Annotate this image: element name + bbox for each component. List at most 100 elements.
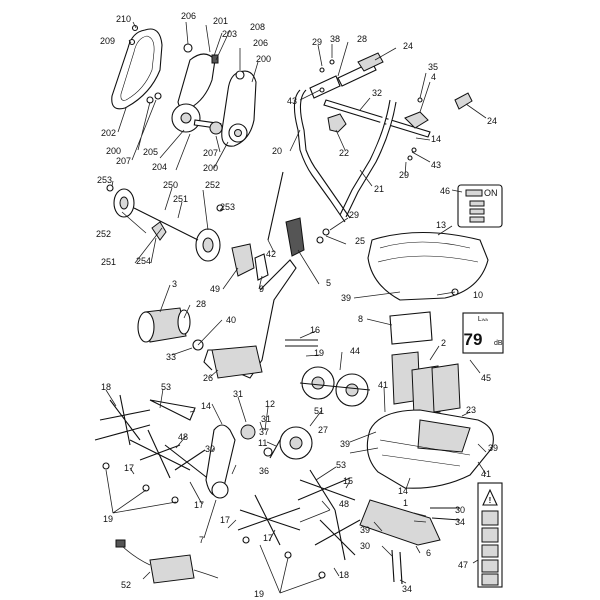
label-251: 251 [173, 194, 188, 204]
charger-output-cable [193, 569, 219, 579]
washer-206b [235, 70, 245, 80]
battery-2c [431, 363, 461, 413]
cap-253b [216, 204, 224, 212]
noise-label-45: LWA 79 dB [462, 312, 504, 354]
label-34b: 34 [402, 584, 412, 594]
lid-8 [389, 311, 433, 345]
label-200: 200 [256, 54, 271, 64]
noise-value: 79 [464, 330, 483, 349]
label-14b: 14 [201, 401, 211, 411]
label-23: 23 [466, 405, 476, 415]
noise-unit-sub: WA [482, 317, 489, 322]
label-8: 8 [358, 314, 363, 324]
wheel-axle-44 [299, 382, 371, 391]
label-12: 12 [265, 399, 275, 409]
label-39d: 39 [360, 525, 370, 535]
label-34: 34 [455, 517, 465, 527]
gloves-icon [481, 559, 499, 573]
label-37: 37 [259, 427, 269, 437]
label-13: 13 [436, 220, 446, 230]
spring-9 [254, 253, 269, 281]
label-27: 27 [318, 425, 328, 435]
noise-unit-db: dB [494, 340, 503, 347]
label-53b: 53 [336, 460, 346, 470]
label-31b: 31 [261, 414, 271, 424]
label-24: 24 [403, 41, 413, 51]
label-42: 42 [266, 249, 276, 259]
label-46: 46 [440, 186, 450, 196]
clip-c [171, 496, 179, 504]
label-4: 4 [431, 72, 436, 82]
label-18: 18 [101, 382, 111, 392]
book-icon [481, 544, 499, 558]
label-25: 25 [355, 236, 365, 246]
label-19b: 19 [103, 514, 113, 524]
battery-pack [389, 311, 461, 417]
motor-plate [211, 345, 263, 379]
washer-206 [183, 43, 193, 53]
pulley-lower [211, 481, 229, 499]
no-trash-icon [481, 573, 499, 586]
part-labels: 210 209 206 201 203 208 206 200 202 200 … [96, 11, 498, 599]
charger-52 [115, 539, 219, 584]
label-48b: 48 [339, 499, 349, 509]
label-5: 5 [326, 278, 331, 288]
label-28b: 28 [196, 299, 206, 309]
label-201: 201 [213, 16, 228, 26]
motor-face [177, 309, 191, 335]
decal-46-row2 [469, 200, 485, 207]
cover-13-shape [367, 232, 489, 301]
label-52: 52 [121, 580, 131, 590]
charger-plug [115, 539, 126, 548]
label-200b: 200 [106, 146, 121, 156]
label-41b: 41 [481, 469, 491, 479]
label-40: 40 [226, 315, 236, 325]
label-18b: 18 [339, 570, 349, 580]
label-44: 44 [350, 346, 360, 356]
washer-36 [263, 447, 273, 457]
warning-triangle-icon [482, 488, 498, 506]
tine-17b [164, 444, 211, 481]
label-30: 30 [205, 444, 215, 454]
label-16: 16 [310, 325, 320, 335]
axle-250 [133, 207, 199, 241]
label-204: 204 [152, 162, 167, 172]
plate-5 [285, 217, 305, 257]
screw-209 [128, 38, 136, 46]
depth-rod-assembly [231, 171, 330, 281]
label-22: 22 [339, 148, 349, 158]
label-47: 47 [458, 560, 468, 570]
belt-202 [111, 28, 163, 110]
gearbox-assembly [205, 424, 313, 499]
label-252: 252 [205, 180, 220, 190]
switch-box-4 [404, 111, 429, 129]
label-10: 10 [473, 290, 483, 300]
housing-panel [417, 419, 471, 453]
sprocket-hub [180, 112, 192, 124]
handle-21-line2 [345, 101, 397, 218]
label-207: 207 [116, 156, 131, 166]
label-51: 51 [314, 406, 324, 416]
bolt-203 [211, 54, 219, 64]
read-manual-icon [481, 510, 499, 526]
label-21: 21 [374, 184, 384, 194]
label-2: 2 [441, 338, 446, 348]
bolt-25 [322, 228, 330, 236]
wheel-44a-hub [311, 376, 325, 390]
label-30b: 30 [455, 505, 465, 515]
tines-right [237, 469, 361, 579]
label-206: 206 [181, 11, 196, 21]
rod-part [267, 171, 284, 241]
crossbar-32 [323, 99, 431, 138]
bolt-38 [329, 59, 335, 65]
label-205: 205 [143, 147, 158, 157]
warning-exclaim: ! [489, 496, 492, 505]
label-202: 202 [101, 128, 116, 138]
clip-d [242, 536, 250, 544]
label-38: 38 [330, 34, 340, 44]
tine-18 [94, 394, 151, 446]
skid-6 [359, 499, 441, 546]
label-39c: 39 [488, 443, 498, 453]
cover-13-hatch [379, 241, 471, 249]
